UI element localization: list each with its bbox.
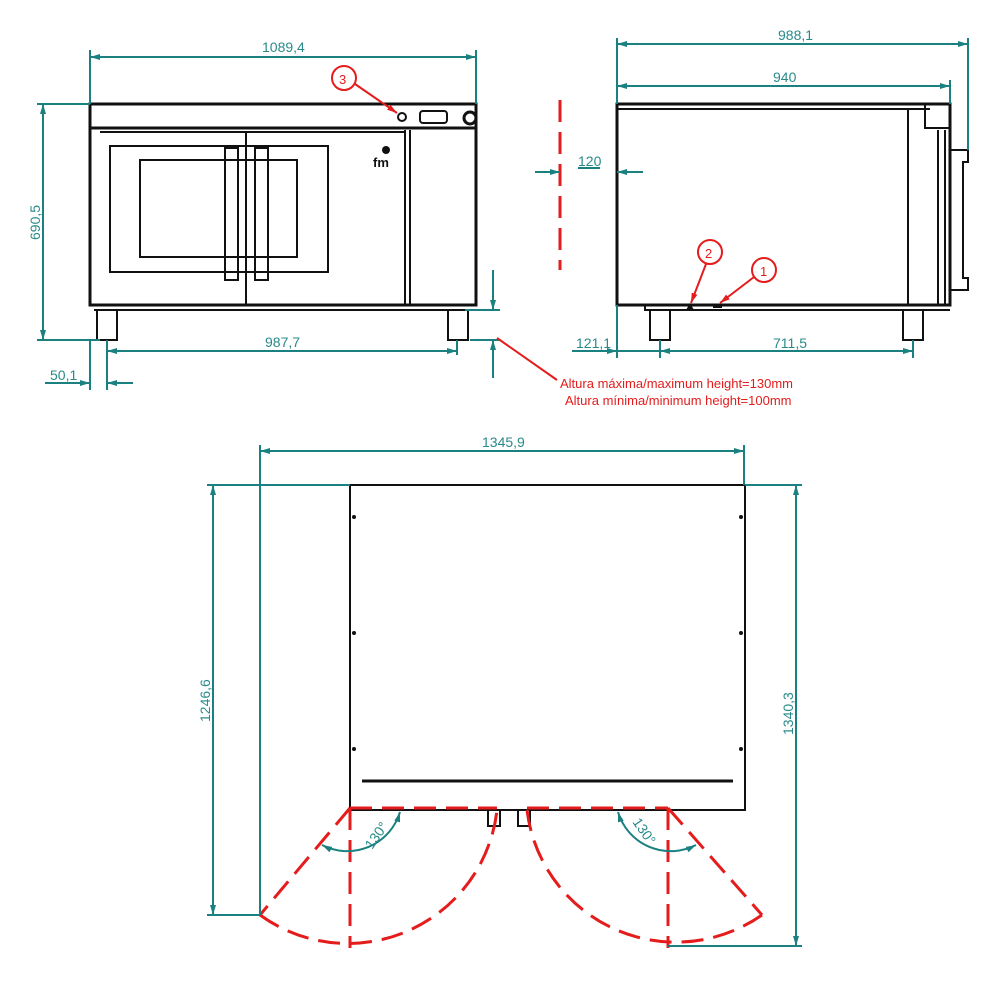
control-knob-icon [462, 110, 478, 126]
appliance-body-front [88, 102, 478, 307]
appliance-body-side [615, 102, 952, 307]
door-window-inner [139, 159, 298, 258]
side-view: 2 1 988,1 940 120 121,1 711,5 [535, 27, 969, 358]
dim-front-foot-offset: 50,1 [50, 367, 77, 383]
door-handle-right-top [517, 809, 531, 827]
dim-plan-depth-open: 1340,3 [780, 692, 796, 735]
dim-wall-clearance: 120 [578, 153, 602, 169]
height-note: Altura máxima/maximum height=130mm Altur… [496, 337, 793, 408]
svg-text:fm: fm [373, 155, 389, 170]
min-height-note: Altura mínima/minimum height=100mm [565, 393, 792, 408]
dim-side-feet-span: 711,5 [773, 335, 807, 351]
door-angle-right: 130° [630, 815, 660, 848]
dim-plan-depth: 1246,6 [197, 679, 213, 722]
foot-rear [902, 309, 924, 341]
max-height-note: Altura máxima/maximum height=130mm [560, 376, 793, 391]
callout-3: 3 [339, 72, 346, 87]
door-window-outer [109, 145, 329, 273]
front-view: fm 3 1089,4 690,5 987,7 50,1 [27, 39, 500, 390]
indicator-light-icon [397, 112, 407, 122]
callout-1: 1 [760, 264, 767, 279]
foot-left [96, 309, 118, 341]
door-handle-left [224, 147, 239, 281]
dim-side-body-depth: 940 [773, 69, 797, 85]
door-swing-right [525, 806, 764, 948]
door-swing-left [258, 806, 499, 948]
door-handle-right [254, 147, 269, 281]
foot-right [447, 309, 469, 341]
dim-front-width: 1089,4 [262, 39, 305, 55]
foot-front [649, 309, 671, 341]
dim-front-feet-span: 987,7 [265, 334, 300, 350]
callout-2: 2 [705, 246, 712, 261]
dim-side-overall-depth: 988,1 [778, 27, 813, 43]
dim-rear-foot-offset: 121,1 [576, 335, 611, 351]
plan-view: 130° 130° 1345,9 1246,6 1340,3 [197, 434, 802, 948]
display-panel [419, 110, 448, 124]
dim-front-height: 690,5 [27, 205, 43, 240]
dim-plan-width: 1345,9 [482, 434, 525, 450]
side-door-handle [950, 149, 969, 291]
fm-logo-icon: fm [373, 146, 390, 170]
appliance-body-top [349, 484, 746, 811]
